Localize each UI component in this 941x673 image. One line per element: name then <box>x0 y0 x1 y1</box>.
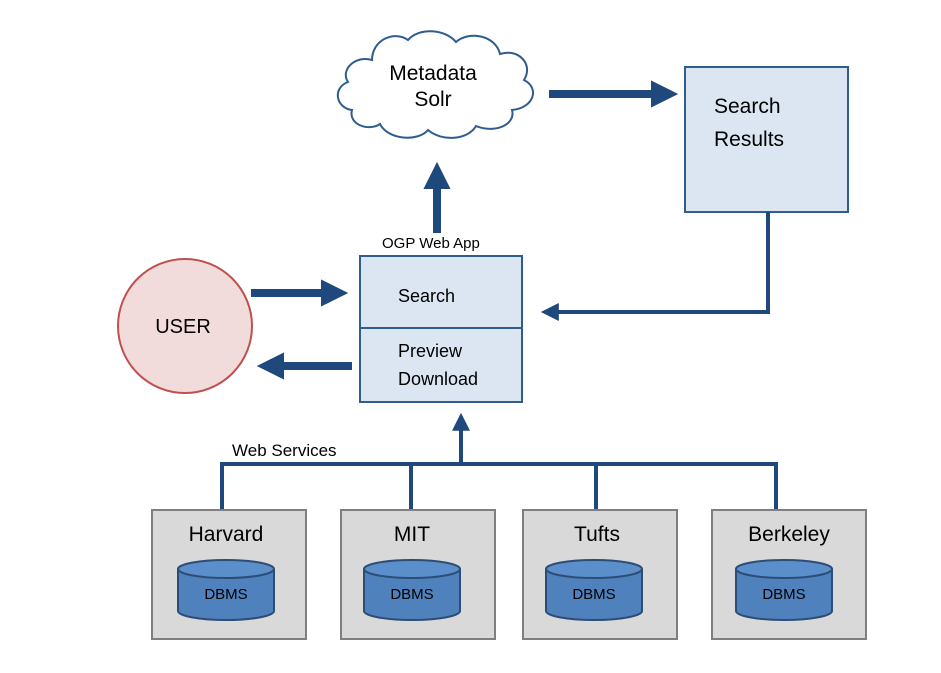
database-icon <box>735 559 833 621</box>
institution-berkeley: Berkeley DBMS <box>711 509 867 640</box>
webapp-download-label: Download <box>398 369 478 389</box>
web-services-bus <box>220 412 778 510</box>
institution-name: Berkeley <box>748 523 830 546</box>
web-services-label: Web Services <box>232 441 337 460</box>
institution-name: Harvard <box>189 523 264 546</box>
dbms-label: DBMS <box>762 586 805 603</box>
webapp-search-label: Search <box>398 286 455 306</box>
user-label: USER <box>155 316 211 338</box>
institution-name: Tufts <box>574 523 620 546</box>
webapp-preview-section <box>359 327 523 403</box>
search-results-box: Search Results <box>684 66 849 213</box>
results-line2: Results <box>714 128 784 151</box>
dbms-label: DBMS <box>390 586 433 603</box>
dbms-label: DBMS <box>204 586 247 603</box>
results-to-webapp-arrow <box>540 212 770 321</box>
institution-harvard: Harvard DBMS <box>151 509 307 640</box>
cloud-line2: Solr <box>414 88 451 111</box>
user-node: USER <box>117 258 253 394</box>
institution-mit: MIT DBMS <box>340 509 496 640</box>
database-icon <box>363 559 461 621</box>
institution-tufts: Tufts DBMS <box>522 509 678 640</box>
metadata-solr-cloud: Metadata Solr <box>337 30 535 139</box>
database-icon <box>545 559 643 621</box>
webapp-title: OGP Web App <box>382 235 480 252</box>
webapp-preview-label: Preview <box>398 341 463 361</box>
webapp-search-section <box>359 255 523 329</box>
cloud-line1: Metadata <box>389 62 477 85</box>
dbms-label: DBMS <box>572 586 615 603</box>
ogp-web-app: Search Preview Download <box>359 255 523 403</box>
database-icon <box>177 559 275 621</box>
institution-name: MIT <box>394 523 430 546</box>
results-line1: Search <box>714 95 781 118</box>
